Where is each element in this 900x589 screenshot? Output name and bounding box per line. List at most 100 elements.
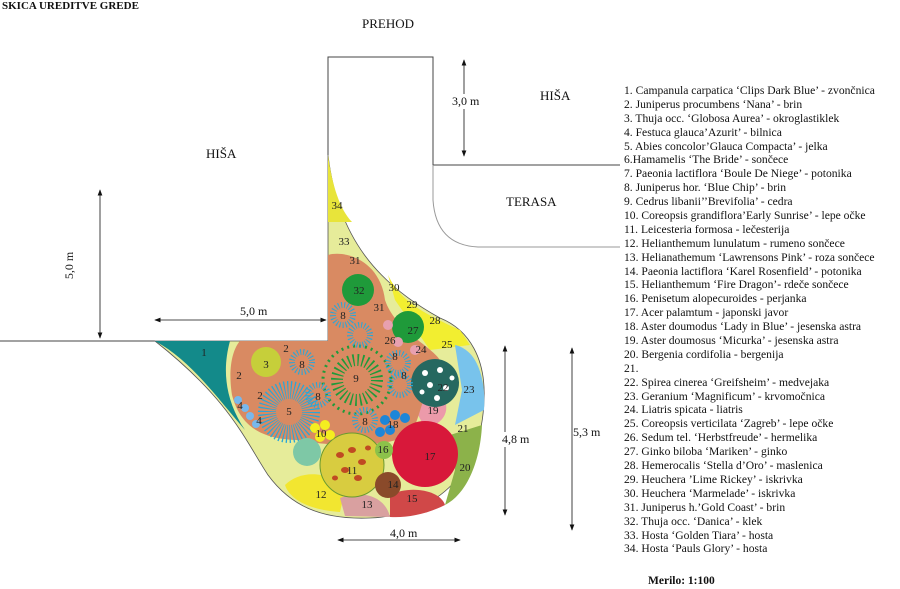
plan-label: 13 bbox=[362, 499, 374, 511]
legend-item: 18. Aster doumodus ‘Lady in Blue’ - jese… bbox=[624, 320, 862, 334]
legend-item: 21. bbox=[624, 361, 639, 375]
junipers-8 bbox=[289, 302, 413, 433]
legend-item: 30. Heuchera ‘Marmelade’ - iskrivka bbox=[624, 486, 796, 500]
plan-label: 20 bbox=[460, 462, 472, 474]
plan-label: 3 bbox=[263, 359, 269, 371]
plan-label: 2 bbox=[283, 343, 289, 355]
legend-item: 32. Thuja occ. ‘Danica’ - klek bbox=[624, 514, 763, 528]
legend-item: 12. Helianthemum lunulatum - rumeno sonč… bbox=[624, 236, 845, 250]
plan-label: 34 bbox=[332, 200, 344, 212]
plan-label: 31 bbox=[350, 255, 361, 267]
zone-15 bbox=[390, 489, 445, 518]
plan-label: 16 bbox=[378, 444, 390, 456]
plan-label: 21 bbox=[458, 423, 469, 435]
legend-item: 25. Coreopsis verticilata ‘Zagreb’ - lep… bbox=[624, 417, 834, 431]
plan-label: 31 bbox=[374, 302, 385, 314]
sedum-26 bbox=[383, 320, 420, 355]
plan-label: 22 bbox=[438, 382, 449, 394]
plan-label: 8 bbox=[401, 370, 407, 382]
legend-item: 29. Heuchera ’Lime Rickey’ - iskrivka bbox=[624, 472, 803, 486]
terrace-outline bbox=[432, 165, 620, 248]
plan-label: 2 bbox=[236, 370, 242, 382]
label-prehod: PREHOD bbox=[362, 16, 415, 31]
legend-item: 34. Hosta ‘Pauls Glory’ - hosta bbox=[624, 542, 768, 556]
legend-item: 3. Thuja occ. ‘Globosa Aurea’ - okroglas… bbox=[624, 111, 840, 125]
plant-symbols bbox=[234, 274, 459, 498]
plan-label: 30 bbox=[389, 282, 401, 294]
legend-item: 2. Juniperus procumbens ‘Nana’ - brin bbox=[624, 97, 803, 111]
plan-label: 10 bbox=[316, 428, 328, 440]
plan-label: 29 bbox=[407, 299, 419, 311]
legend-item: 19. Aster doumosus ‘Micurka’ - jesenska … bbox=[624, 334, 839, 348]
plan-label: 2 bbox=[257, 390, 263, 402]
legend-item: 14. Paeonia lactiflora ‘Karel Rosenfield… bbox=[624, 264, 862, 278]
legend-item: 15. Helianthemum ‘Fire Dragon’- rdeče so… bbox=[624, 278, 849, 292]
building-outlines bbox=[0, 56, 620, 342]
coreopsis-10 bbox=[310, 420, 335, 442]
legend-item: 7. Paeonia lactiflora ‘Boule De Niege’ -… bbox=[624, 167, 852, 181]
paeonia-14 bbox=[375, 472, 401, 498]
legend-item: 20. Bergenia cordifolia - bergenija bbox=[624, 347, 784, 361]
legend-item: 11. Leicesteria formosa - lečesterija bbox=[624, 222, 790, 236]
plan-label: 8 bbox=[340, 310, 346, 322]
zone-1 bbox=[155, 341, 245, 430]
house-outline-right bbox=[327, 56, 620, 166]
plan-label: 32 bbox=[354, 285, 365, 297]
plan-label: 23 bbox=[464, 384, 476, 396]
plan-label: 1 bbox=[201, 347, 207, 359]
zone-34 bbox=[328, 155, 352, 222]
zone-28-25 bbox=[388, 275, 470, 350]
plan-label: 25 bbox=[442, 339, 454, 351]
plan-label: 4 bbox=[256, 415, 262, 427]
plan-label: 8 bbox=[392, 351, 398, 363]
dimension-4-8m: 4,8 m bbox=[502, 432, 530, 447]
thuja-3 bbox=[251, 347, 281, 377]
legend-item: 33. Hosta ‘Golden Tiara’ - hosta bbox=[624, 528, 774, 542]
legend-item: 5. Abies concolor’Glauca Compacta’ - jel… bbox=[624, 139, 828, 153]
plant-legend: 1. Campanula carpatica ‘Clips Dark Blue’… bbox=[624, 84, 875, 556]
plan-label: 9 bbox=[353, 373, 359, 385]
legend-item: 16. Penisetum alopecuroides - perjanka bbox=[624, 292, 807, 306]
legend-item: 8. Juniperus hor. ‘Blue Chip’ - brin bbox=[624, 181, 787, 195]
mulch-area bbox=[230, 253, 440, 445]
plan-label: 26 bbox=[385, 335, 397, 347]
scale-label: Merilo: 1:100 bbox=[648, 575, 715, 587]
festuca-4 bbox=[234, 396, 260, 428]
plan-label: 12 bbox=[316, 489, 327, 501]
plan-label: 5 bbox=[286, 406, 292, 418]
legend-item: 28. Hemerocalis ‘Stella d’Oro’ - masleni… bbox=[624, 459, 823, 473]
label-hisa-left: HIŠA bbox=[206, 146, 237, 161]
plan-label: 8 bbox=[362, 416, 368, 428]
plan-label: 8 bbox=[315, 391, 321, 403]
plan-label: 15 bbox=[407, 493, 419, 505]
dimension-5m-horizontal: 5,0 m bbox=[240, 304, 268, 318]
plan-label: 33 bbox=[339, 236, 351, 248]
sphere-plant bbox=[293, 438, 321, 466]
legend-item: 4. Festuca glauca’Azurit’ - bilnica bbox=[624, 125, 782, 139]
legend-item: 27. Ginko biloba ‘Mariken’ - ginko bbox=[624, 445, 788, 459]
legend-item: 17. Acer palamtum - japonski javor bbox=[624, 306, 789, 320]
acer-17 bbox=[392, 421, 458, 487]
dimension-5-3m: 5,3 m bbox=[573, 425, 601, 440]
plan-label: 18 bbox=[388, 419, 400, 431]
legend-item: 10. Coreopsis grandiflora’Early Sunrise’… bbox=[624, 209, 866, 223]
dimension-4m: 4,0 m bbox=[390, 526, 418, 540]
legend-item: 1. Campanula carpatica ‘Clips Dark Blue’… bbox=[624, 84, 875, 97]
plan-label: 11 bbox=[347, 465, 358, 477]
ginkgo-27 bbox=[392, 311, 424, 343]
plan-label: 4 bbox=[237, 400, 243, 412]
pennisetum-16 bbox=[375, 441, 393, 459]
dimension-5m-vertical: 5,0 m bbox=[62, 251, 77, 280]
plan-label: 28 bbox=[430, 315, 442, 327]
plant-number-labels: 34 33 31 32 30 29 31 8 28 27 26 24 25 1 … bbox=[201, 200, 475, 511]
legend-item: 24. Liatris spicata - liatris bbox=[624, 403, 743, 417]
legend-item: 13. Helianathemum ‘Lawrensons Pink’ - ro… bbox=[624, 250, 875, 264]
plan-label: 27 bbox=[408, 325, 420, 337]
plan-label: 8 bbox=[299, 359, 305, 371]
thuja-32 bbox=[342, 274, 374, 306]
label-terasa: TERASA bbox=[506, 194, 557, 209]
plan-label: 14 bbox=[388, 479, 400, 491]
plan-label: 17 bbox=[425, 451, 437, 463]
dimension-3m: 3,0 m bbox=[452, 94, 480, 109]
